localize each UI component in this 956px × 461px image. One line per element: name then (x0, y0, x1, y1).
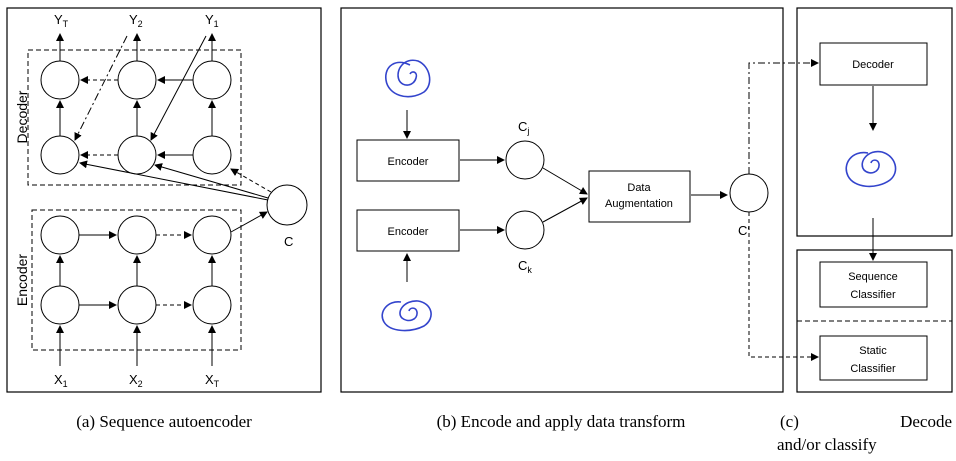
decoder-node (192, 60, 232, 100)
caption-c-part1: (c) (780, 412, 799, 431)
feedback-arrow (74, 35, 128, 141)
encoder-bottom-box (356, 209, 460, 252)
decoder-node (117, 135, 157, 175)
decoder-label-c: Decoder (852, 59, 894, 71)
panel-c-top-frame (796, 7, 953, 237)
input-label: X2 (129, 372, 143, 389)
encoder-region (31, 209, 242, 351)
output-label: Y1 (205, 12, 219, 29)
encoder-top-box (356, 139, 460, 182)
decoder-label: Decoder (14, 90, 30, 143)
encoder-bottom-label: Encoder (388, 226, 429, 238)
seq-label-line2: Classifier (850, 289, 896, 301)
panel-c: Decoder Sequence Classifier Static Class… (777, 7, 953, 454)
c-prime-label: C′ (738, 223, 750, 238)
aug-label-line2: Augmentation (605, 198, 673, 210)
connector-to-decoder (748, 59, 819, 174)
encoder-node (40, 215, 80, 255)
decoder-node (192, 135, 232, 175)
input-label: X1 (54, 372, 68, 389)
caption-a: (a) Sequence autoencoder (76, 412, 252, 431)
feedback-arrow (150, 35, 207, 141)
encoder-top-label: Encoder (388, 156, 429, 168)
sequence-classifier-box (819, 261, 928, 308)
static-classifier-box (819, 335, 928, 381)
decoder-region (27, 49, 242, 186)
decoder-node (40, 135, 80, 175)
static-label-line1: Static (859, 345, 887, 357)
context-arrow (79, 160, 269, 201)
context-label: C (284, 234, 293, 249)
arrow (542, 167, 588, 195)
handwritten-at-icon (381, 300, 432, 332)
cj-node (505, 140, 545, 180)
context-arrow (154, 163, 269, 199)
input-label: XT (205, 372, 220, 389)
seq-label-line1: Sequence (848, 271, 898, 283)
panel-a-frame (6, 7, 322, 393)
decoder-node (40, 60, 80, 100)
encoder-label: Encoder (14, 254, 30, 306)
context-arrow (230, 168, 272, 193)
output-label: YT (54, 12, 69, 29)
connector-to-static-classifier (748, 212, 819, 361)
arrow (230, 211, 268, 233)
static-label-line2: Classifier (850, 363, 896, 375)
panel-b-frame (340, 7, 784, 393)
data-augmentation-box (588, 170, 691, 223)
c-prime-node (729, 173, 769, 213)
caption-b: (b) Encode and apply data transform (437, 412, 686, 431)
handwritten-at-icon (845, 150, 897, 188)
caption-c-line2: and/or classify (777, 435, 877, 454)
output-label: Y2 (129, 12, 143, 29)
context-node (266, 184, 308, 226)
panel-b: Encoder Encoder Cj Ck Data Augmentation … (340, 7, 784, 431)
encoder-node (117, 285, 157, 325)
arrow (542, 197, 588, 223)
panel-a: Decoder Encoder C (6, 7, 322, 431)
encoder-node (192, 215, 232, 255)
ck-label: Ck (518, 258, 532, 275)
aug-label-line1: Data (627, 182, 651, 194)
encoder-node (192, 285, 232, 325)
encoder-node (117, 215, 157, 255)
encoder-node (40, 285, 80, 325)
decoder-box (819, 42, 928, 86)
handwritten-at-icon (385, 59, 431, 98)
ck-node (505, 210, 545, 250)
decoder-node (117, 60, 157, 100)
cj-label: Cj (518, 119, 529, 136)
caption-c-part2: Decode (900, 412, 952, 431)
